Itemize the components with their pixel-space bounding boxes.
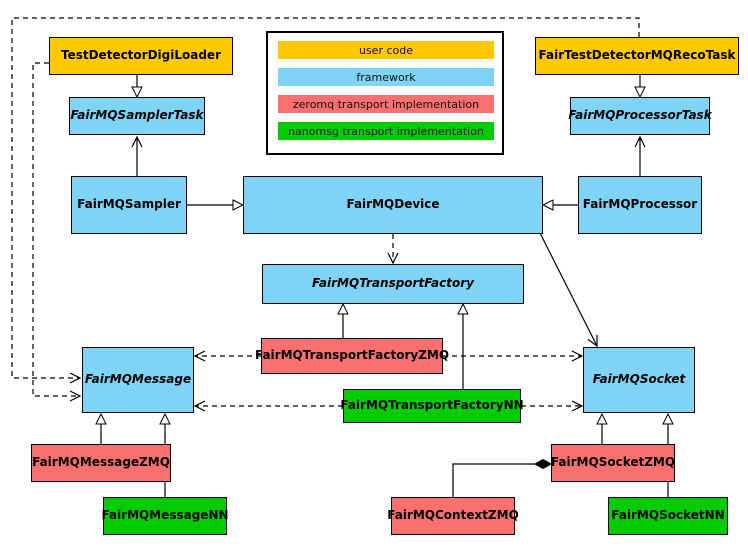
class-box-FairMQContextZMQ[interactable]: FairMQContextZMQ <box>387 497 519 535</box>
legend-item-nanomsg: nanomsg transport implementation <box>278 122 494 140</box>
class-box-FairMQTransportFactoryNN[interactable]: FairMQTransportFactoryNN <box>340 389 524 423</box>
class-box-FairTestDetectorMQRecoTask[interactable]: FairTestDetectorMQRecoTask <box>535 37 739 75</box>
class-box-FairMQProcessor[interactable]: FairMQProcessor <box>578 176 702 234</box>
edge-device-socket <box>539 232 598 348</box>
class-box-FairMQSamplerTask[interactable]: FairMQSamplerTask <box>69 97 205 135</box>
class-box-FairMQMessageZMQ[interactable]: FairMQMessageZMQ <box>31 444 171 482</box>
legend-item-user: user code <box>278 41 494 59</box>
legend-item-framework: framework <box>278 68 494 86</box>
class-box-FairMQTransportFactory[interactable]: FairMQTransportFactory <box>262 264 524 304</box>
class-box-FairMQProcessorTask[interactable]: FairMQProcessorTask <box>568 97 712 135</box>
class-box-FairMQMessageNN[interactable]: FairMQMessageNN <box>101 497 229 535</box>
class-box-FairMQSocket[interactable]: FairMQSocket <box>583 347 695 413</box>
edge-contextzmq-socketzmq <box>452 464 551 497</box>
class-box-TestDetectorDigiLoader[interactable]: TestDetectorDigiLoader <box>49 37 233 75</box>
color-legend: user code framework zeromq transport imple… <box>266 31 504 155</box>
legend-item-zeromq: zeromq transport implementation <box>278 95 494 113</box>
class-box-FairMQTransportFactoryZMQ[interactable]: FairMQTransportFactoryZMQ <box>255 338 449 374</box>
class-box-FairMQSocketZMQ[interactable]: FairMQSocketZMQ <box>551 444 675 482</box>
class-box-FairMQSampler[interactable]: FairMQSampler <box>71 176 187 234</box>
class-box-FairMQDevice[interactable]: FairMQDevice <box>243 176 543 234</box>
class-box-FairMQSocketNN[interactable]: FairMQSocketNN <box>608 497 728 535</box>
class-box-FairMQMessage[interactable]: FairMQMessage <box>82 347 194 413</box>
